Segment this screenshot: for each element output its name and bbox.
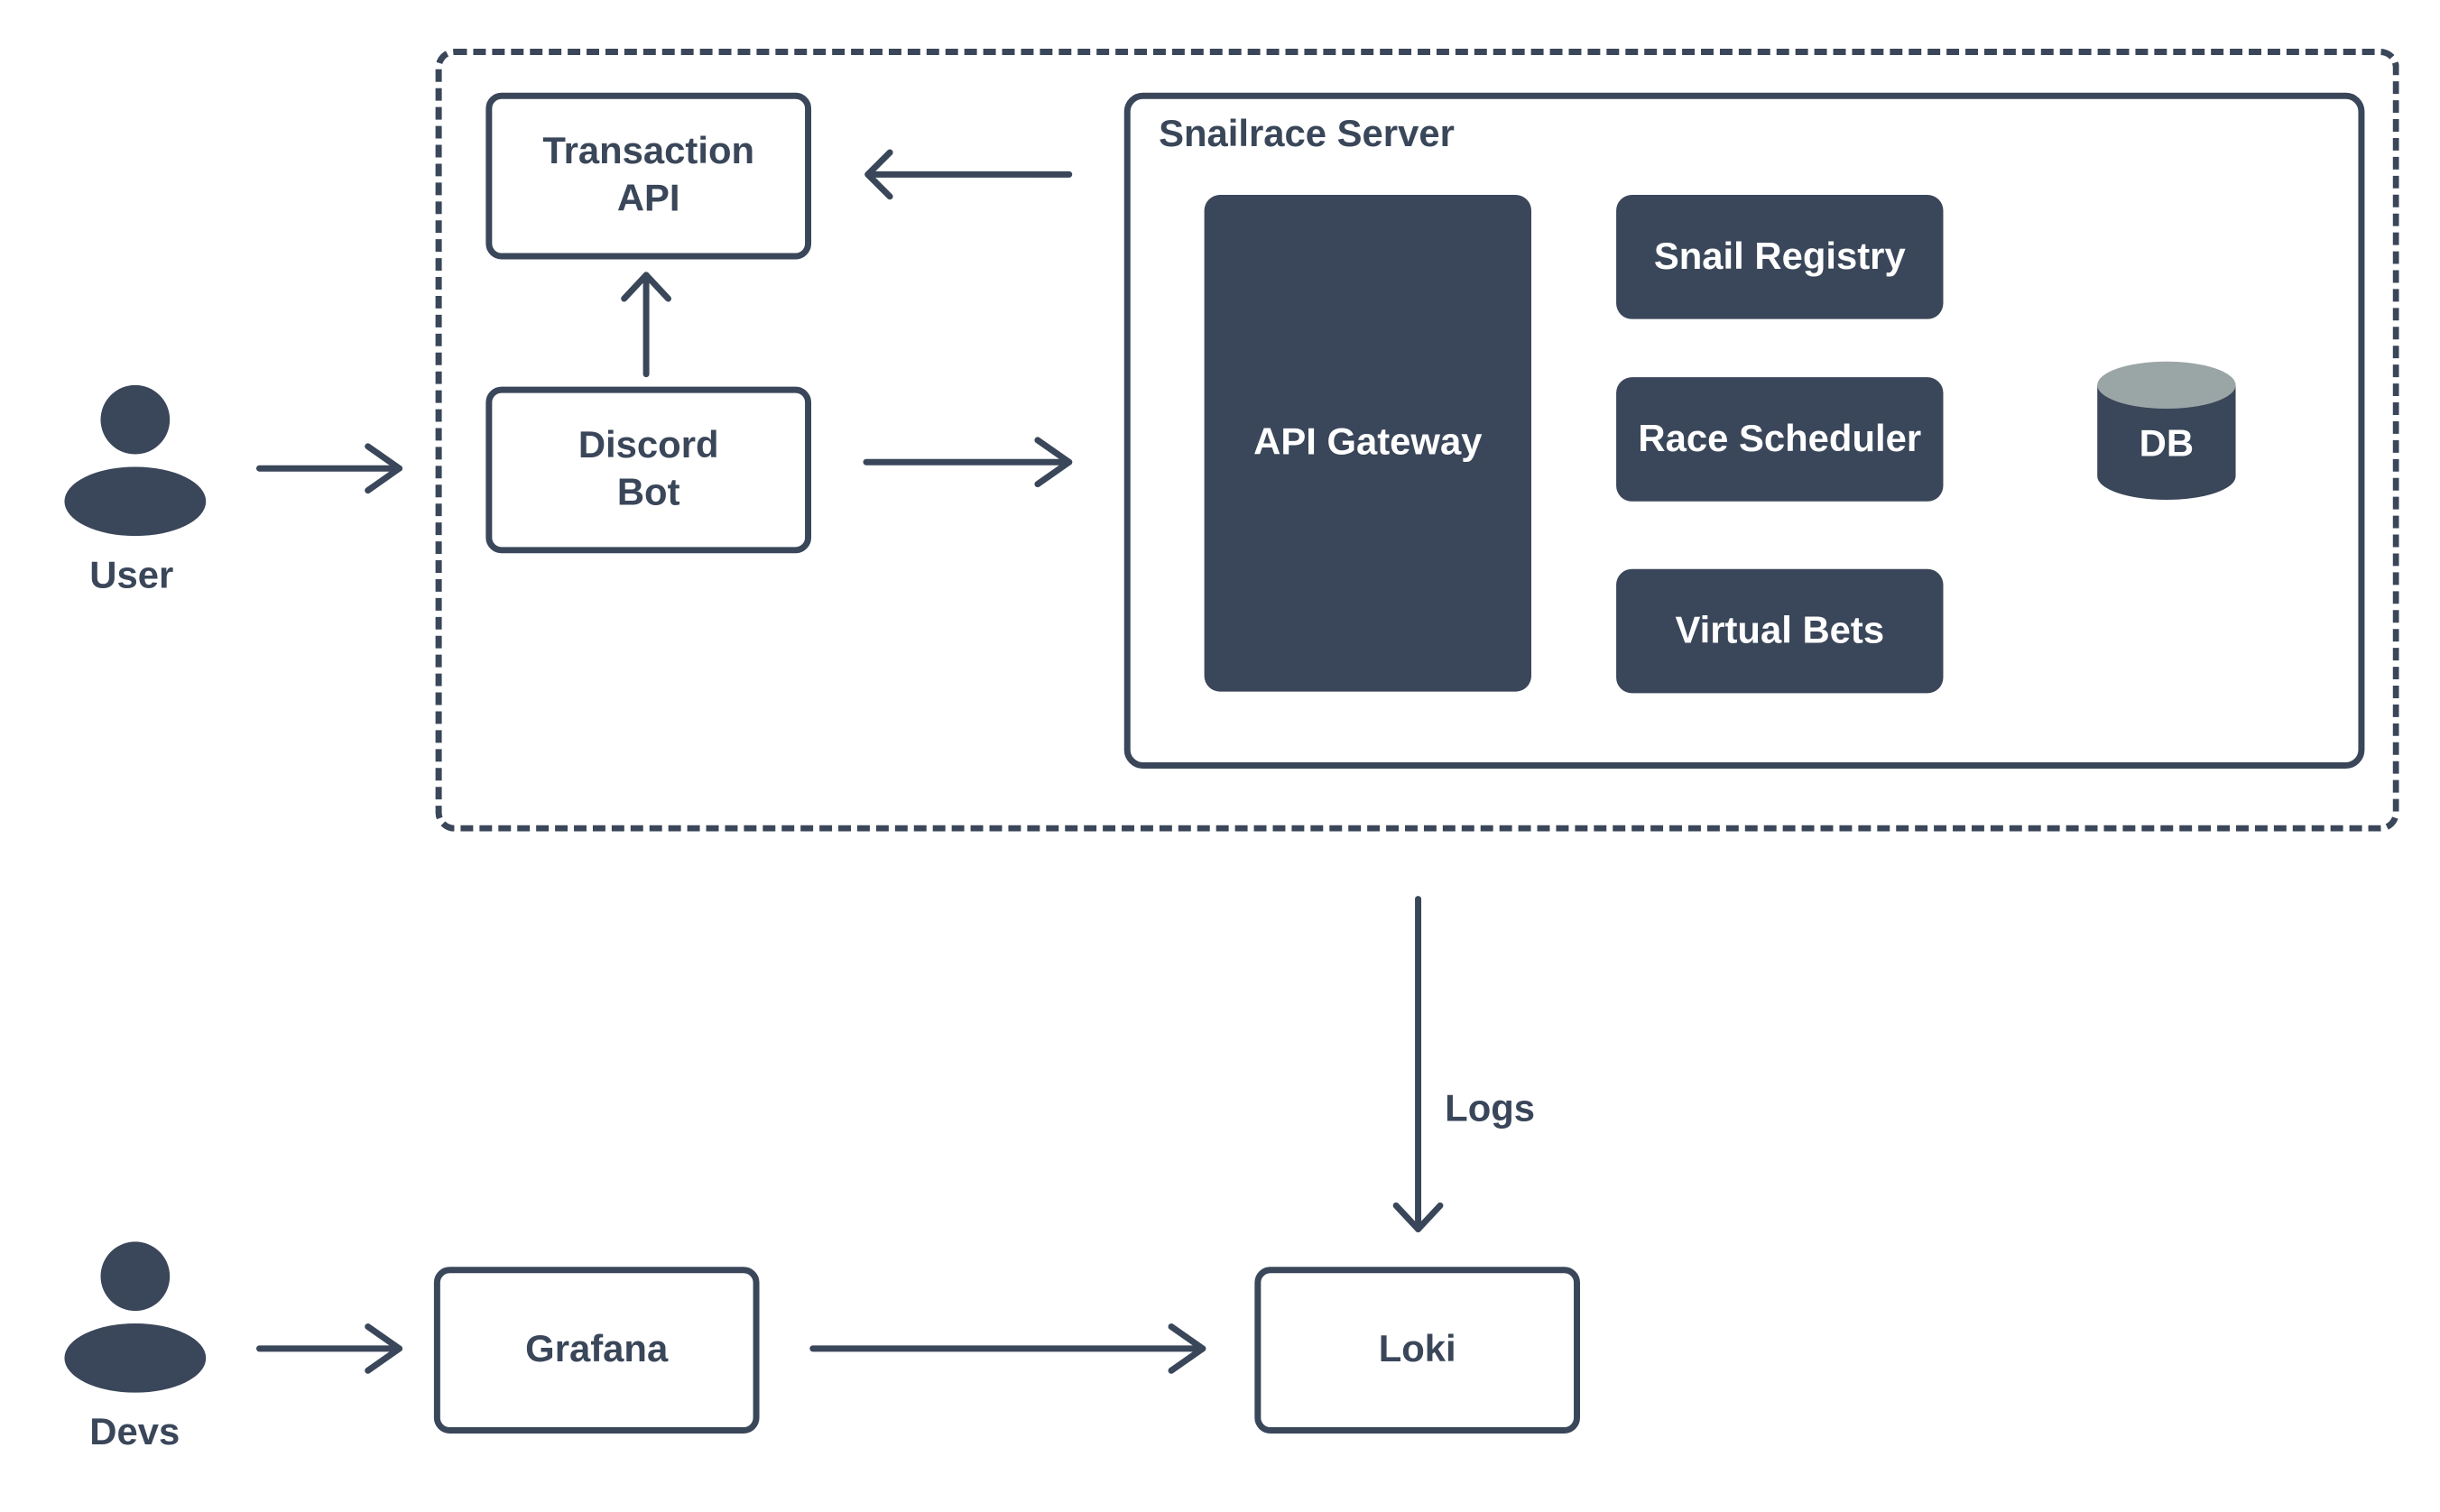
grafana-label: Grafana [525, 1328, 669, 1371]
discord-bot-label-line2: Bot [616, 471, 680, 514]
arrow-server-to-loki [1392, 896, 1444, 1232]
arrow-grafana-to-loki [809, 1323, 1206, 1374]
database-icon [2097, 361, 2236, 501]
race-scheduler-box: Race Scheduler [1616, 377, 1944, 502]
server-title: Snailrace Server [1159, 113, 1455, 156]
devs-label: Devs [89, 1411, 180, 1454]
user-person-icon [64, 384, 207, 537]
system-boundary [435, 49, 2399, 832]
arrow-user-to-bot [255, 443, 403, 494]
transaction-api-box: Transaction API [485, 92, 812, 260]
logs-edge-label: Logs [1445, 1087, 1536, 1130]
arrow-bot-to-transaction-api [621, 272, 671, 378]
grafana-box: Grafana [433, 1267, 760, 1434]
loki-box: Loki [1254, 1267, 1581, 1434]
api-gateway-box: API Gateway [1204, 195, 1532, 692]
arrow-devs-to-grafana [255, 1323, 403, 1374]
transaction-api-label-line2: API [616, 177, 680, 220]
arrow-bot-to-server [863, 437, 1073, 488]
user-label: User [89, 555, 174, 598]
devs-person-icon [64, 1241, 207, 1393]
loki-label: Loki [1378, 1328, 1456, 1371]
snail-registry-box: Snail Registry [1616, 195, 1944, 319]
discord-bot-box: Discord Bot [485, 386, 812, 554]
virtual-bets-box: Virtual Bets [1616, 568, 1944, 694]
race-scheduler-label: Race Scheduler [1638, 417, 1922, 460]
transaction-api-label-line1: Transaction [542, 130, 755, 173]
virtual-bets-label: Virtual Bets [1675, 609, 1885, 652]
arrow-server-to-transaction-api [864, 149, 1073, 200]
api-gateway-label: API Gateway [1253, 420, 1483, 464]
db-label: DB [2139, 422, 2195, 466]
snail-registry-label: Snail Registry [1653, 235, 1906, 278]
discord-bot-label-line1: Discord [578, 424, 719, 467]
